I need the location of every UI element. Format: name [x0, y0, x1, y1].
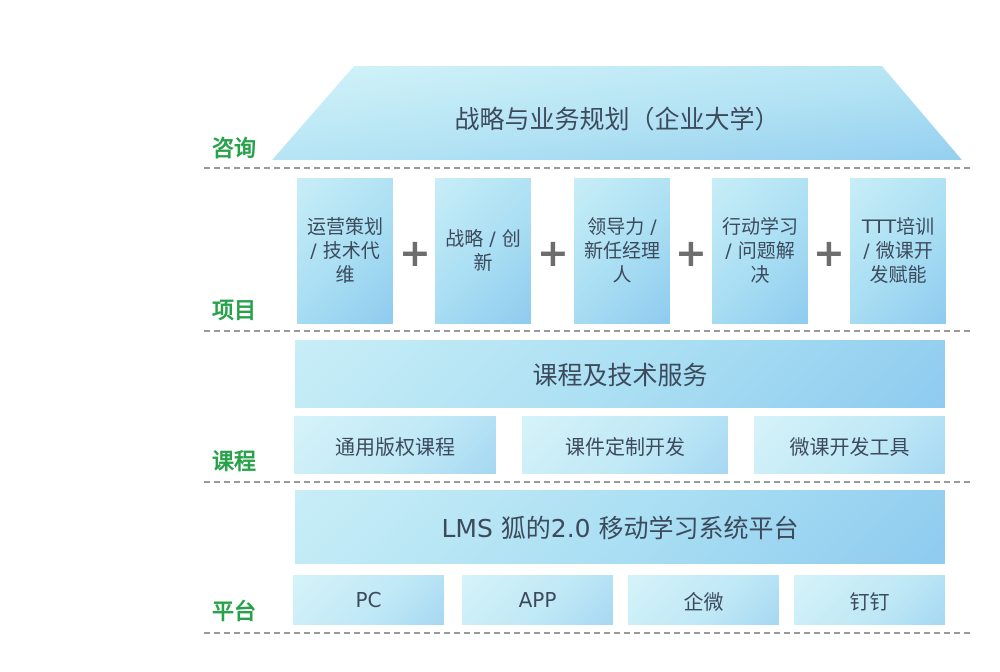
project-text: 领导力 / 新任经理人 [583, 216, 660, 286]
section-label-courses: 课程 [212, 450, 257, 475]
course-item-licensed: 通用版权课程 [294, 416, 496, 474]
project-box-action-learning: 行动学习 / 问题解决 [712, 178, 808, 324]
platform-item-dingtalk: 钉钉 [794, 575, 945, 625]
plus-icon: + [399, 231, 431, 275]
plus-icon: + [813, 231, 845, 275]
project-text: 行动学习 / 问题解决 [721, 216, 798, 286]
project-text: 运营策划 / 技术代维 [306, 216, 383, 286]
roof-title: 战略与业务规划（企业大学） [454, 105, 780, 134]
project-box-operations: 运营策划 / 技术代维 [297, 178, 393, 324]
project-text: TTT培训 / 微课开发赋能 [861, 216, 935, 286]
project-box-ttt: TTT培训 / 微课开发赋能 [850, 178, 946, 324]
project-text: 战略 / 创新 [445, 228, 521, 274]
plus-icon: + [675, 231, 707, 275]
project-box-leadership: 领导力 / 新任经理人 [574, 178, 670, 324]
section-label-platform: 平台 [212, 600, 257, 625]
divider-2 [204, 330, 970, 332]
project-box-strategy: 战略 / 创新 [435, 178, 531, 324]
courses-header: 课程及技术服务 [295, 340, 945, 408]
course-item-custom: 课件定制开发 [522, 416, 728, 474]
roof-shape [272, 66, 962, 160]
section-label-projects: 项目 [212, 299, 257, 324]
course-item-microcourse-tool: 微课开发工具 [754, 416, 945, 474]
platform-item-app: APP [462, 575, 613, 625]
platform-item-wecom: 企微 [628, 575, 779, 625]
plus-icon: + [537, 231, 569, 275]
platform-header: LMS 狐的2.0 移动学习系统平台 [295, 490, 945, 564]
divider-3 [204, 481, 970, 483]
platform-item-pc: PC [293, 575, 444, 625]
divider-1 [204, 167, 970, 169]
section-label-consult: 咨询 [212, 137, 257, 162]
divider-4 [204, 632, 970, 634]
